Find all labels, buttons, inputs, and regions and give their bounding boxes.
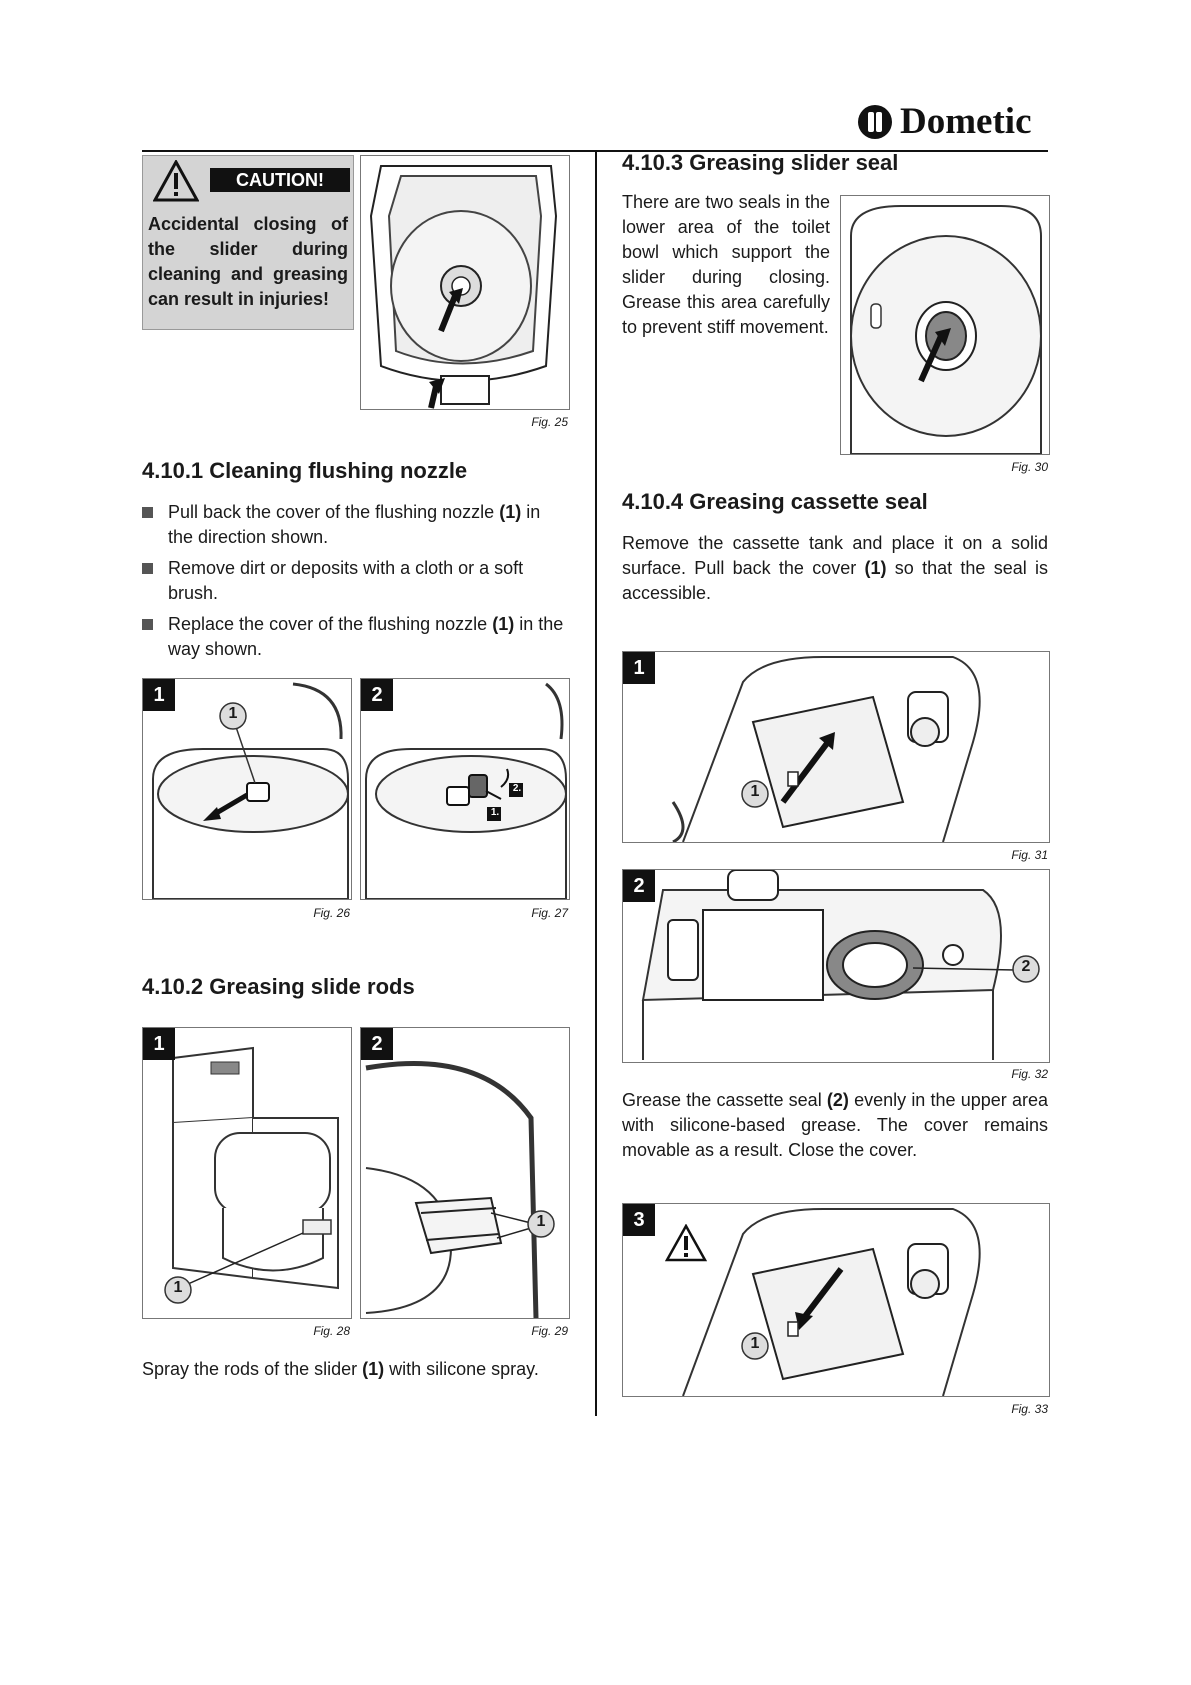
reference-number: (1) — [492, 614, 515, 634]
list-item-text: in the direction shown. — [168, 502, 541, 547]
figure-slider-seal — [840, 195, 1050, 455]
list-item-text: Remove dirt or deposits with a cloth or … — [168, 558, 524, 603]
paragraph: There are two seals in the lower area of… — [622, 192, 830, 337]
callout-circle — [164, 1276, 192, 1304]
list-item-text: Replace the cover of the flushing nozzle — [168, 614, 493, 634]
paragraph-text: so that the seal is accessible. — [622, 558, 1048, 603]
paragraph: Grease the cassette seal (2) evenly in t… — [622, 1088, 1048, 1163]
section-heading: 4.10.4 Greasing cassette seal — [622, 489, 928, 514]
caution-label: CAUTION! — [210, 168, 350, 192]
callout-number: 1 — [173, 1279, 183, 1296]
figure-toilet-open-lid — [360, 155, 570, 410]
brand-name: Dometic — [900, 101, 1032, 142]
reference-number: (2) — [826, 1090, 849, 1110]
callout-circle — [741, 780, 769, 808]
step-label: 2. — [512, 783, 522, 794]
paragraph-text: Spray the rods of the slider — [142, 1359, 363, 1379]
caution-text: Accidental closing of the slider during … — [148, 214, 348, 309]
bullet-list: Pull back the cover of the flushing nozz… — [142, 500, 568, 668]
callout-number: 1 — [536, 1213, 546, 1230]
section-heading: 4.10.3 Greasing slider seal — [622, 150, 899, 175]
callout-circle — [741, 1332, 769, 1360]
list-item: Replace the cover of the flushing nozzle… — [142, 612, 568, 662]
section-heading: 4.10.1 Cleaning flushing nozzle — [142, 458, 468, 483]
dometic-logo-icon — [858, 104, 892, 139]
step-badge: 1 — [143, 1028, 175, 1060]
paragraph-text: Grease the cassette seal — [622, 1090, 827, 1110]
bullet-square-icon — [142, 563, 153, 574]
step-badge: 2 — [361, 1028, 393, 1060]
step-badge: 1 — [623, 652, 655, 684]
step-badge: 2 — [361, 679, 393, 711]
figure-caption: Fig. 29 — [531, 1324, 568, 1338]
list-item: Pull back the cover of the flushing nozz… — [142, 500, 568, 550]
step-label: 1. — [490, 807, 500, 818]
figure-caption: Fig. 27 — [531, 906, 568, 920]
figure-nozzle-cover-replace: 2 2. 1. — [360, 678, 570, 900]
list-item-text: Pull back the cover of the flushing nozz… — [168, 502, 500, 522]
bullet-square-icon — [142, 507, 153, 518]
paragraph: Spray the rods of the slider (1) with si… — [142, 1357, 568, 1382]
figure-caption: Fig. 31 — [1011, 848, 1048, 862]
reference-number: (1) — [499, 502, 522, 522]
figure-caption: Fig. 25 — [531, 415, 568, 429]
warning-triangle-icon — [665, 1224, 707, 1262]
paragraph-text: Remove the cassette tank and place it on… — [622, 533, 1048, 578]
column-divider — [595, 150, 597, 1416]
figure-caption: Fig. 28 — [313, 1324, 350, 1338]
callout-number: 1 — [228, 705, 238, 722]
list-item: Remove dirt or deposits with a cloth or … — [142, 556, 568, 606]
step-badge: 3 — [623, 1204, 655, 1236]
reference-number: (1) — [362, 1359, 385, 1379]
figure-caption: Fig. 30 — [1011, 460, 1048, 474]
figure-nozzle-cover-pull: 1 1 — [142, 678, 352, 900]
brand-logo: Dometic — [858, 100, 1032, 143]
callout-number: 1 — [750, 783, 760, 800]
paragraph-text: with silicone spray. — [384, 1359, 539, 1379]
section-heading: 4.10.2 Greasing slide rods — [142, 974, 415, 999]
callout-circle — [527, 1210, 555, 1238]
figure-cassette-cover-open: 1 1 — [622, 651, 1050, 843]
bullet-square-icon — [142, 619, 153, 630]
reference-number: (1) — [864, 558, 887, 578]
figure-caption: Fig. 33 — [1011, 1402, 1048, 1416]
callout-number: 1 — [750, 1335, 760, 1352]
figure-slide-rods-detail: 2 1 — [360, 1027, 570, 1319]
callout-number: 2 — [1021, 958, 1031, 975]
step-badge: 1 — [143, 679, 175, 711]
paragraph-text: evenly in the upper area with silicone-b… — [622, 1090, 1048, 1160]
figure-caption: Fig. 32 — [1011, 1067, 1048, 1081]
figure-toilet-slide-rods: 1 1 — [142, 1027, 352, 1319]
warning-triangle-icon — [153, 160, 199, 202]
figure-cassette-cover-close: 3 1 — [622, 1203, 1050, 1397]
list-item-text: in the way shown. — [168, 614, 564, 659]
paragraph: Remove the cassette tank and place it on… — [622, 531, 1048, 606]
step-badge: 2 — [623, 870, 655, 902]
callout-circle — [219, 702, 247, 730]
callout-circle — [1012, 955, 1040, 983]
figure-cassette-seal: 2 2 — [622, 869, 1050, 1063]
figure-caption: Fig. 26 — [313, 906, 350, 920]
